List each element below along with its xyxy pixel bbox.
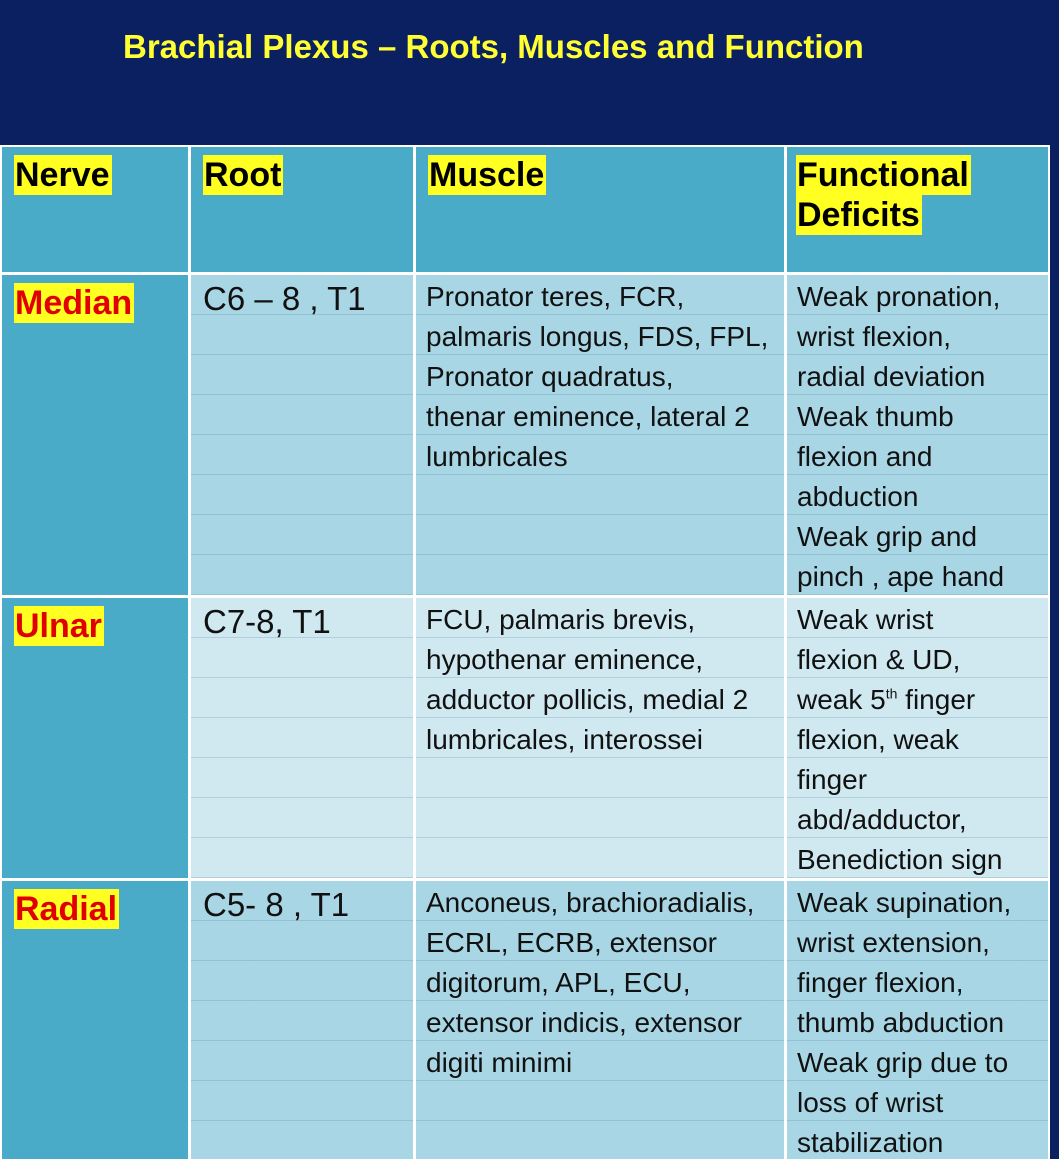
deficit-line: flexion and <box>797 441 933 472</box>
muscle-list: Pronator teres, FCR, palmaris longus, FD… <box>426 277 780 477</box>
header-root: Root <box>203 155 284 195</box>
function-cell-median: Weak pronation, wrist flexion, radial de… <box>787 275 1048 595</box>
deficit-line: pinch , ape hand <box>797 561 1005 592</box>
deficit-line: finger <box>797 764 868 795</box>
muscle-cell-radial: Anconeus, brachioradialis, ECRL, ECRB, e… <box>416 881 784 1159</box>
header-cell-nerve: Nerve <box>2 147 188 272</box>
nerve-cell-radial: Radial <box>2 881 188 1159</box>
deficit-line: Weak pronation, <box>797 281 1001 312</box>
muscle-line: Anconeus, brachioradialis, <box>426 887 755 918</box>
nerve-name: Radial <box>14 889 120 929</box>
muscle-line: extensor indicis, extensor <box>426 1007 742 1038</box>
muscle-line: thenar eminence, lateral 2 <box>426 401 750 432</box>
deficit-line: Weak thumb <box>797 401 954 432</box>
header-muscle: Muscle <box>428 155 547 195</box>
muscle-line: Pronator teres, FCR, <box>426 281 685 312</box>
header-cell-muscle: Muscle <box>416 147 784 272</box>
deficit-line: Weak supination, <box>797 887 1012 918</box>
slide-header: Brachial Plexus – Roots, Muscles and Fun… <box>0 0 1059 145</box>
muscle-line: FCU, palmaris brevis, <box>426 604 696 635</box>
deficit-line: Weak wrist <box>797 604 934 635</box>
deficit-line: finger flexion, <box>797 967 964 998</box>
deficit-line: abd/adductor, <box>797 804 967 835</box>
deficit-line: radial deviation <box>797 361 986 392</box>
deficit-line: Weak grip and <box>797 521 978 552</box>
root-value: C7-8, T1 <box>203 603 331 640</box>
deficit-line: Weak grip due to <box>797 1047 1009 1078</box>
deficit-line: abduction <box>797 481 919 512</box>
root-cell-median: C6 – 8 , T1 <box>191 275 413 595</box>
deficit-line: flexion & UD, <box>797 644 961 675</box>
muscle-cell-ulnar: FCU, palmaris brevis, hypothenar eminenc… <box>416 598 784 878</box>
nerve-cell-median: Median <box>2 275 188 595</box>
muscle-line: ECRL, ECRB, extensor <box>426 927 717 958</box>
brachial-plexus-table: Nerve Root Muscle Functional Deficits Me… <box>0 145 1050 1159</box>
muscle-line: digitorum, APL, ECU, <box>426 967 691 998</box>
header-deficits: Deficits <box>796 195 922 235</box>
muscle-list: Anconeus, brachioradialis, ECRL, ECRB, e… <box>426 883 780 1083</box>
root-cell-radial: C5- 8 , T1 <box>191 881 413 1159</box>
page-title: Brachial Plexus – Roots, Muscles and Fun… <box>123 28 864 65</box>
deficit-line: weak 5th finger <box>797 684 976 715</box>
muscle-list: FCU, palmaris brevis, hypothenar eminenc… <box>426 600 780 760</box>
root-value: C5- 8 , T1 <box>203 886 350 923</box>
muscle-line: lumbricales <box>426 441 568 472</box>
nerve-name: Median <box>14 283 135 323</box>
root-value: C6 – 8 , T1 <box>203 280 366 317</box>
deficit-list: Weak pronation, wrist flexion, radial de… <box>797 277 1044 595</box>
function-cell-ulnar: Weak wrist flexion & UD, weak 5th finger… <box>787 598 1048 878</box>
header-functional: Functional <box>796 155 971 195</box>
deficit-list: Weak supination, wrist extension, finger… <box>797 883 1044 1159</box>
deficit-line: wrist flexion, <box>797 321 952 352</box>
superscript: th <box>885 685 898 702</box>
function-cell-radial: Weak supination, wrist extension, finger… <box>787 881 1048 1159</box>
muscle-line: adductor pollicis, medial 2 <box>426 684 749 715</box>
header-cell-root: Root <box>191 147 413 272</box>
root-cell-ulnar: C7-8, T1 <box>191 598 413 878</box>
deficit-line: thumb abduction <box>797 1007 1005 1038</box>
deficit-line: stabilization <box>797 1127 944 1158</box>
nerve-name: Ulnar <box>14 606 104 646</box>
muscle-line: lumbricales, interossei <box>426 724 703 755</box>
deficit-line: flexion, weak <box>797 724 959 755</box>
deficit-line: Benediction sign <box>797 844 1003 875</box>
header-cell-functional-deficits: Functional Deficits <box>787 147 1048 272</box>
deficit-line: wrist extension, <box>797 927 990 958</box>
muscle-line: digiti minimi <box>426 1047 573 1078</box>
deficit-list: Weak wrist flexion & UD, weak 5th finger… <box>797 600 1044 878</box>
muscle-line: palmaris longus, FDS, FPL, <box>426 321 769 352</box>
deficit-line: loss of wrist <box>797 1087 944 1118</box>
muscle-line: hypothenar eminence, <box>426 644 704 675</box>
header-nerve: Nerve <box>14 155 112 195</box>
muscle-line: Pronator quadratus, <box>426 361 674 392</box>
muscle-cell-median: Pronator teres, FCR, palmaris longus, FD… <box>416 275 784 595</box>
nerve-cell-ulnar: Ulnar <box>2 598 188 878</box>
